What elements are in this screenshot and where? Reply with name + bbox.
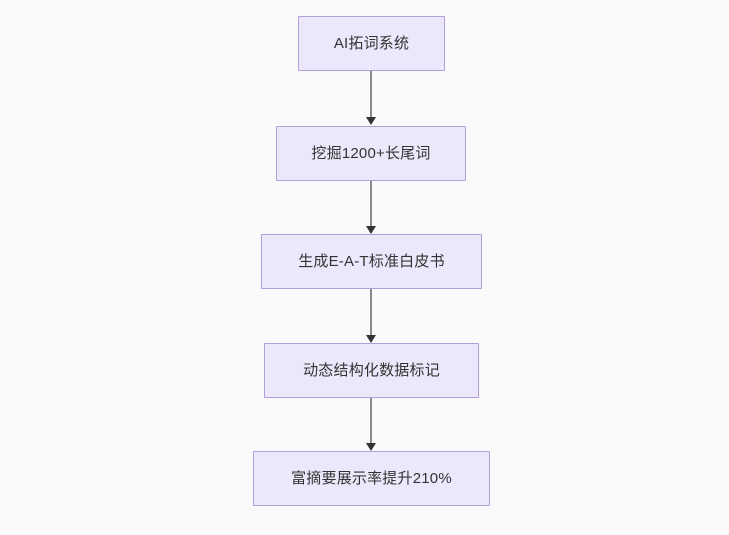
flow-edge-1-2-line — [370, 71, 372, 118]
flow-edge-1-2-arrowhead — [365, 117, 376, 125]
flow-node-3-label: 生成E-A-T标准白皮书 — [298, 252, 445, 270]
flow-node-5-label: 富摘要展示率提升210% — [291, 469, 452, 487]
flow-edge-2-3-arrowhead — [365, 226, 376, 234]
flow-node-2[interactable]: 挖掘1200+长尾词 — [276, 126, 466, 181]
flow-node-4[interactable]: 动态结构化数据标记 — [264, 343, 479, 398]
flow-node-4-label: 动态结构化数据标记 — [303, 361, 440, 379]
flow-node-3[interactable]: 生成E-A-T标准白皮书 — [261, 234, 482, 289]
flow-edge-4-5-line — [370, 398, 372, 444]
flow-edge-4-5-arrowhead — [365, 443, 376, 451]
flow-edge-3-4-arrowhead — [365, 335, 376, 343]
flow-edge-2-3-line — [370, 181, 372, 227]
flow-edge-3-4-line — [370, 289, 372, 336]
flow-node-1[interactable]: AI拓词系统 — [298, 16, 445, 71]
flow-node-2-label: 挖掘1200+长尾词 — [311, 144, 431, 162]
flow-node-1-label: AI拓词系统 — [333, 34, 410, 52]
flow-node-5[interactable]: 富摘要展示率提升210% — [253, 451, 490, 506]
